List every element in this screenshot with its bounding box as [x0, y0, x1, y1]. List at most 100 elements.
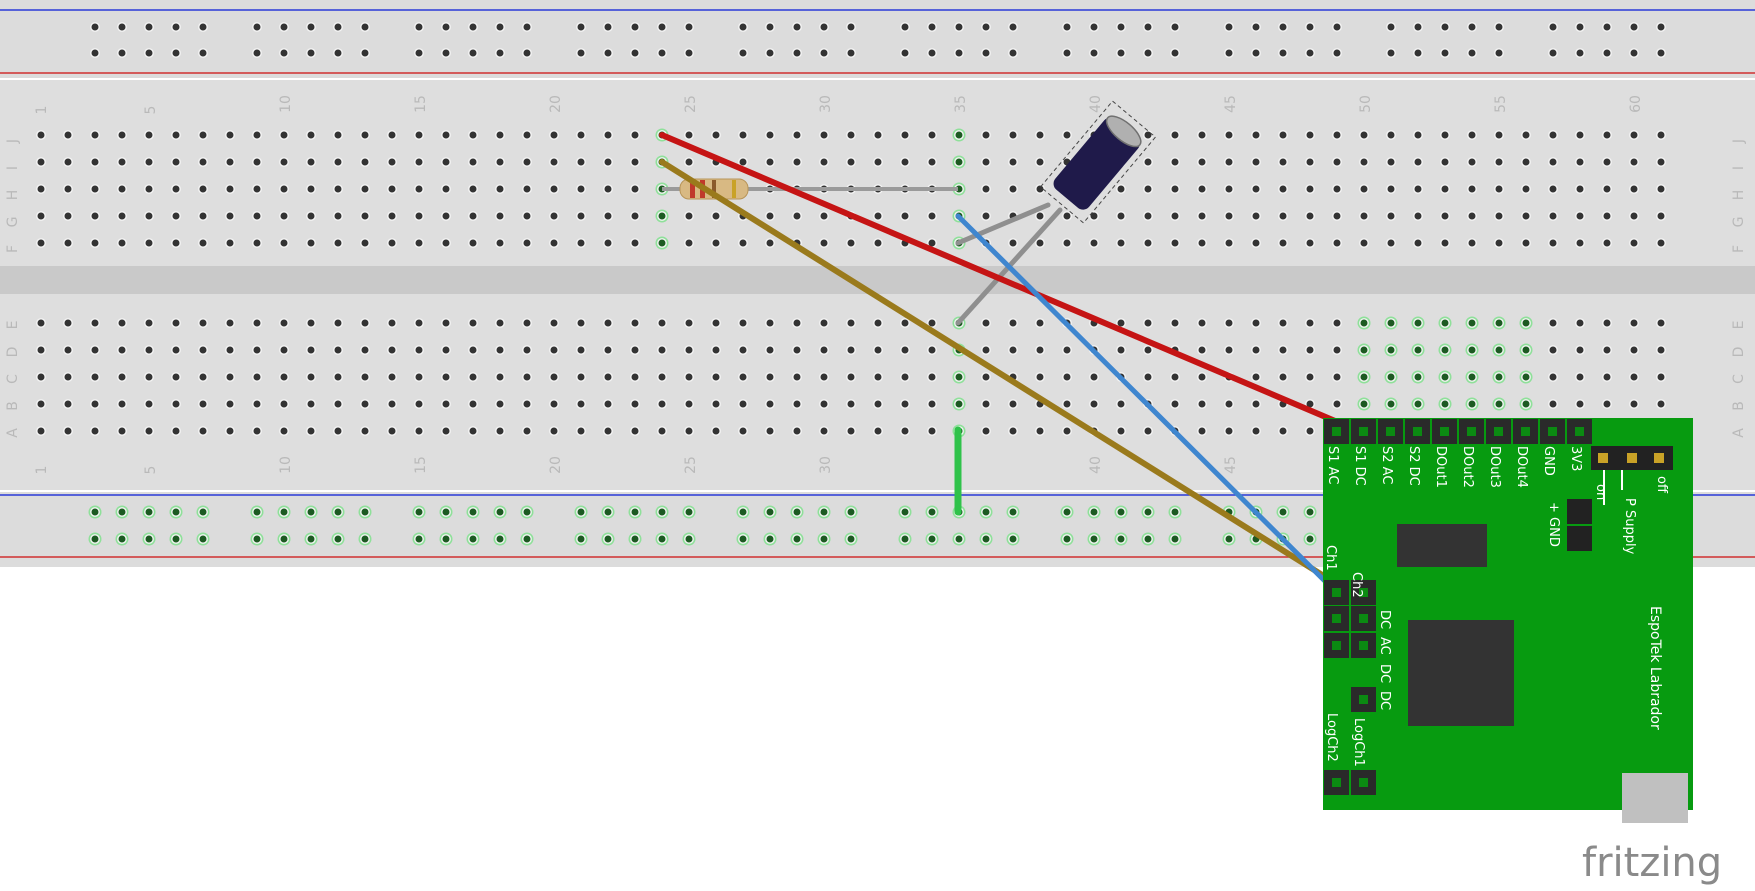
breadboard-hole[interactable] [630, 184, 640, 194]
breadboard-hole[interactable] [387, 318, 397, 328]
breadboard-hole[interactable] [252, 318, 262, 328]
breadboard-hole[interactable] [1278, 238, 1288, 248]
breadboard-hole[interactable] [576, 318, 586, 328]
breadboard-hole[interactable] [1467, 238, 1477, 248]
breadboard-hole[interactable] [441, 318, 451, 328]
breadboard-hole[interactable] [1062, 211, 1072, 221]
breadboard-hole[interactable] [441, 48, 451, 58]
breadboard-hole[interactable] [1332, 184, 1342, 194]
breadboard-hole[interactable] [1656, 48, 1666, 58]
breadboard-hole[interactable] [1440, 130, 1450, 140]
breadboard-hole[interactable] [1359, 318, 1369, 328]
breadboard-hole[interactable] [1116, 426, 1126, 436]
breadboard-hole[interactable] [495, 130, 505, 140]
breadboard-hole[interactable] [900, 48, 910, 58]
breadboard-hole[interactable] [279, 157, 289, 167]
breadboard-hole[interactable] [711, 399, 721, 409]
breadboard-hole[interactable] [630, 157, 640, 167]
breadboard-hole[interactable] [927, 48, 937, 58]
breadboard-hole[interactable] [1170, 211, 1180, 221]
breadboard-hole[interactable] [522, 130, 532, 140]
breadboard-hole[interactable] [1251, 238, 1261, 248]
breadboard-hole[interactable] [1224, 399, 1234, 409]
breadboard-hole[interactable] [1602, 130, 1612, 140]
breadboard-hole[interactable] [522, 157, 532, 167]
breadboard-hole[interactable] [792, 318, 802, 328]
breadboard-hole[interactable] [981, 318, 991, 328]
breadboard-hole[interactable] [738, 426, 748, 436]
breadboard-hole[interactable] [981, 130, 991, 140]
breadboard-hole[interactable] [495, 399, 505, 409]
breadboard-hole[interactable] [1143, 318, 1153, 328]
breadboard-hole[interactable] [1602, 22, 1612, 32]
breadboard-hole[interactable] [954, 157, 964, 167]
breadboard-hole[interactable] [1305, 130, 1315, 140]
breadboard-hole[interactable] [684, 211, 694, 221]
breadboard-hole[interactable] [171, 426, 181, 436]
breadboard-hole[interactable] [63, 238, 73, 248]
breadboard-hole[interactable] [279, 507, 289, 517]
breadboard-hole[interactable] [657, 534, 667, 544]
breadboard-hole[interactable] [414, 534, 424, 544]
breadboard-hole[interactable] [900, 372, 910, 382]
breadboard-hole[interactable] [1224, 534, 1234, 544]
breadboard-hole[interactable] [63, 426, 73, 436]
breadboard-hole[interactable] [1548, 238, 1558, 248]
breadboard-hole[interactable] [36, 426, 46, 436]
breadboard-hole[interactable] [954, 372, 964, 382]
breadboard-hole[interactable] [1467, 345, 1477, 355]
breadboard-hole[interactable] [1278, 372, 1288, 382]
breadboard-hole[interactable] [1278, 211, 1288, 221]
breadboard-hole[interactable] [144, 211, 154, 221]
breadboard-hole[interactable] [495, 211, 505, 221]
breadboard-hole[interactable] [1521, 184, 1531, 194]
breadboard-hole[interactable] [1089, 534, 1099, 544]
breadboard-hole[interactable] [1089, 211, 1099, 221]
breadboard-hole[interactable] [1440, 372, 1450, 382]
breadboard-hole[interactable] [1116, 48, 1126, 58]
breadboard-hole[interactable] [441, 534, 451, 544]
breadboard-hole[interactable] [360, 211, 370, 221]
breadboard-hole[interactable] [1305, 318, 1315, 328]
breadboard-hole[interactable] [495, 318, 505, 328]
breadboard-hole[interactable] [576, 211, 586, 221]
breadboard-hole[interactable] [306, 426, 316, 436]
breadboard-hole[interactable] [1413, 345, 1423, 355]
breadboard-hole[interactable] [846, 372, 856, 382]
breadboard-hole[interactable] [1143, 157, 1153, 167]
breadboard-hole[interactable] [198, 534, 208, 544]
breadboard-hole[interactable] [603, 211, 613, 221]
breadboard-hole[interactable] [1575, 157, 1585, 167]
breadboard-hole[interactable] [1629, 184, 1639, 194]
breadboard-hole[interactable] [1413, 318, 1423, 328]
breadboard-hole[interactable] [873, 426, 883, 436]
breadboard-hole[interactable] [765, 372, 775, 382]
breadboard-hole[interactable] [1575, 130, 1585, 140]
breadboard-hole[interactable] [1629, 130, 1639, 140]
breadboard-hole[interactable] [171, 399, 181, 409]
breadboard-hole[interactable] [765, 399, 775, 409]
breadboard-hole[interactable] [1305, 211, 1315, 221]
breadboard-hole[interactable] [630, 130, 640, 140]
breadboard-hole[interactable] [1386, 399, 1396, 409]
breadboard-hole[interactable] [1440, 211, 1450, 221]
breadboard-hole[interactable] [1170, 507, 1180, 517]
breadboard-hole[interactable] [90, 426, 100, 436]
breadboard-hole[interactable] [144, 238, 154, 248]
breadboard-hole[interactable] [630, 318, 640, 328]
breadboard-hole[interactable] [1656, 157, 1666, 167]
breadboard-hole[interactable] [1143, 48, 1153, 58]
breadboard-hole[interactable] [1008, 48, 1018, 58]
breadboard-hole[interactable] [765, 507, 775, 517]
breadboard-hole[interactable] [144, 372, 154, 382]
breadboard-hole[interactable] [90, 48, 100, 58]
breadboard-hole[interactable] [90, 318, 100, 328]
breadboard-hole[interactable] [900, 345, 910, 355]
breadboard-hole[interactable] [738, 318, 748, 328]
breadboard-hole[interactable] [36, 318, 46, 328]
breadboard-hole[interactable] [252, 507, 262, 517]
breadboard-hole[interactable] [819, 534, 829, 544]
breadboard-hole[interactable] [333, 372, 343, 382]
breadboard-hole[interactable] [117, 48, 127, 58]
breadboard-hole[interactable] [819, 345, 829, 355]
